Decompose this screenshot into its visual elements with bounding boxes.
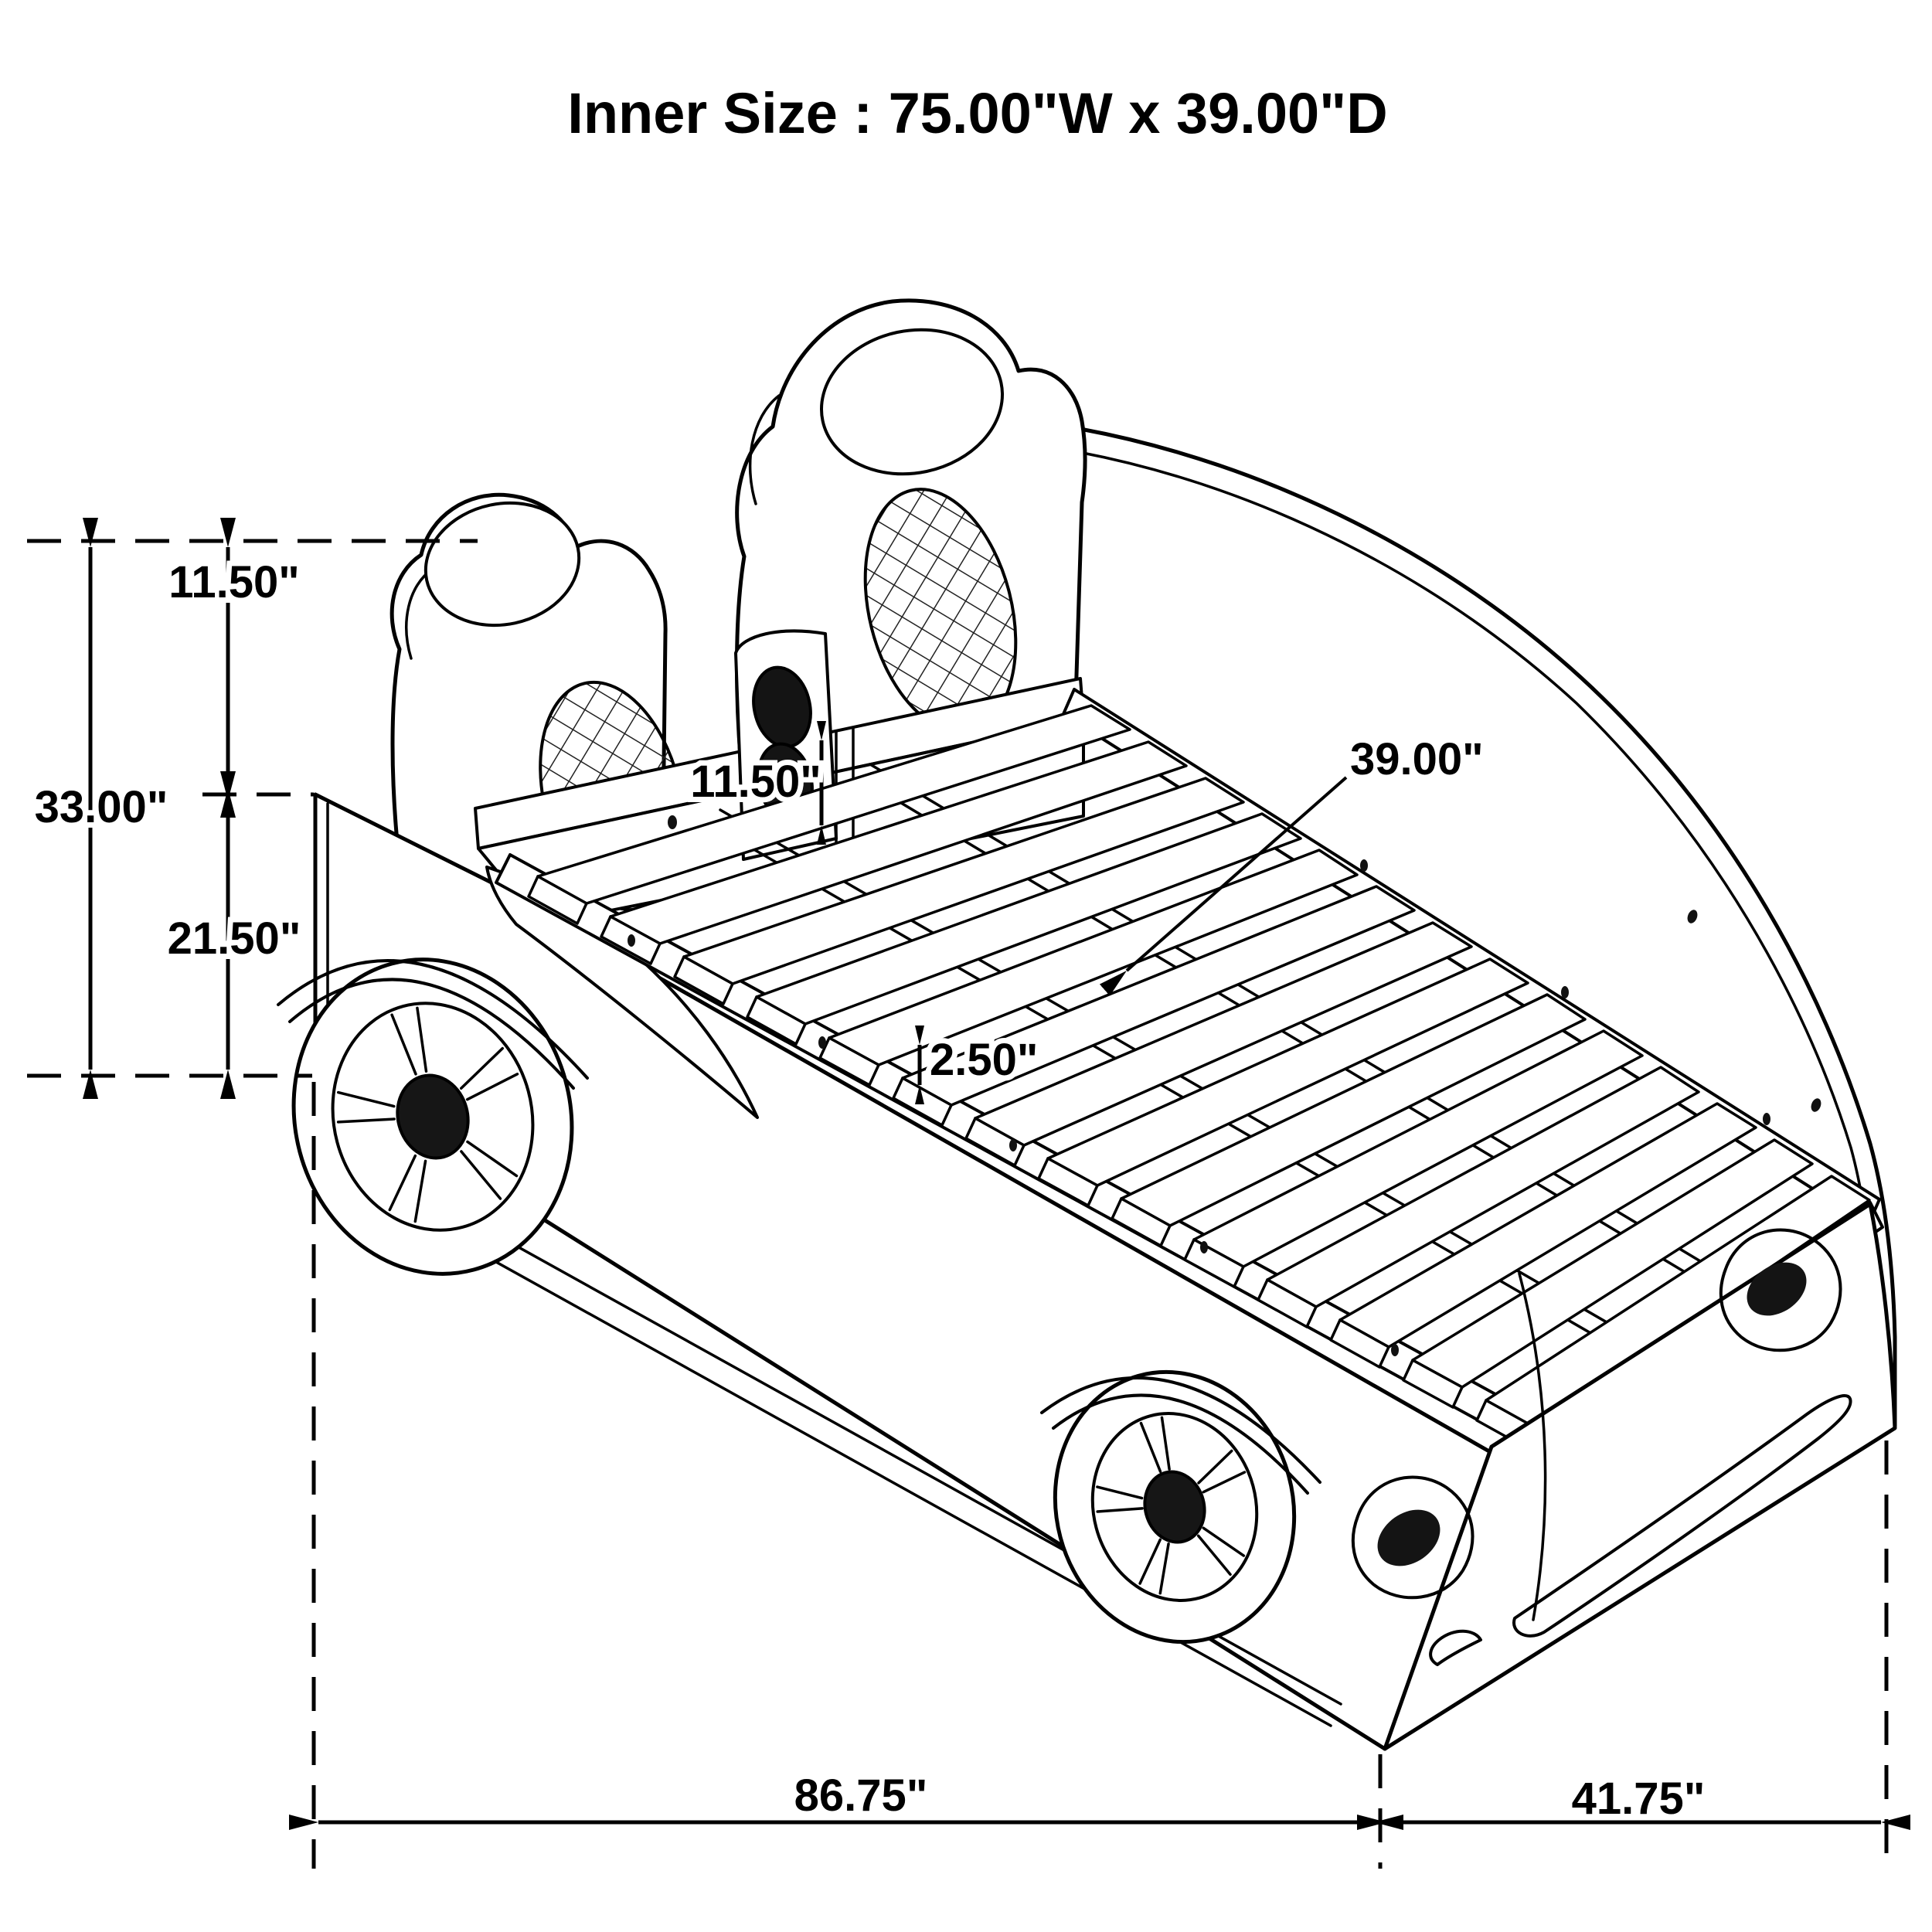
rear-wheel-hub	[396, 1073, 470, 1160]
rear-wheel-arch	[277, 959, 589, 1090]
dim-label-rail-to-floor: 21.50"	[168, 913, 301, 964]
headlight-right	[1719, 1228, 1842, 1352]
dim-label-headboard-top: 11.50"	[168, 557, 299, 607]
dim-label-overall-height: 33.00"	[35, 782, 168, 832]
dim-label-slat-thickness: 2.50"	[930, 1035, 1038, 1085]
page-title: Inner Size : 75.00"W x 39.00"D	[567, 81, 1387, 145]
car-bed-drawing	[277, 298, 1897, 1751]
headlight-left	[1351, 1475, 1475, 1600]
dim-label-overall-width: 41.75"	[1572, 1774, 1706, 1824]
dimension-lines	[27, 518, 1910, 1869]
right-seat-headrest	[820, 328, 1004, 476]
left-seat-headrest	[423, 501, 581, 628]
dim-label-overall-length: 86.75"	[794, 1770, 928, 1821]
headlight-left-bulb	[1377, 1509, 1440, 1566]
dashed-reference-lines	[27, 539, 1889, 1869]
rear-wheel	[291, 957, 574, 1276]
body-front-panel	[1351, 1202, 1897, 1751]
bumper-slot-small	[1429, 1629, 1482, 1666]
slats	[527, 704, 1871, 1449]
front-wheel	[1053, 1369, 1297, 1645]
headlight-right-bulb	[1747, 1262, 1807, 1316]
front-wheel-hub	[1143, 1470, 1206, 1544]
front-wheel-arch	[1040, 1376, 1321, 1495]
dim-label-headboard-panel: 11.50"	[690, 757, 821, 807]
bumper-slot	[1512, 1394, 1852, 1638]
leader-3900	[1099, 776, 1348, 996]
dim-label-inner-depth: 39.00"	[1350, 734, 1484, 784]
